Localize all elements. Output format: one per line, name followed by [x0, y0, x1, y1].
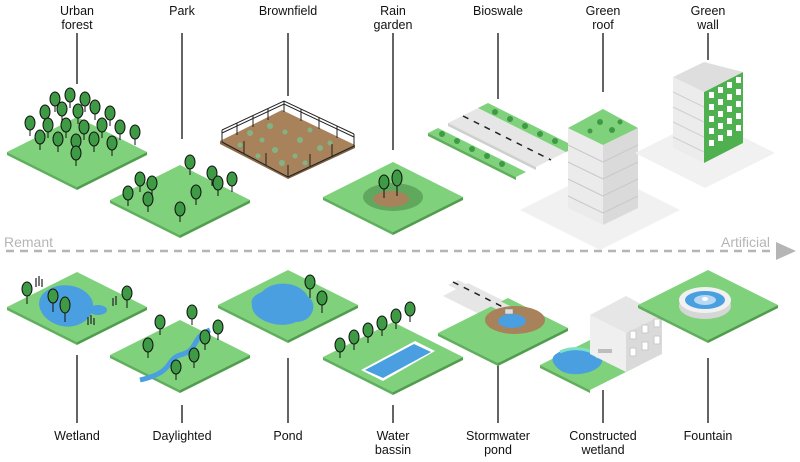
- label-line: wetland: [580, 443, 624, 457]
- tree-icon: [73, 104, 83, 118]
- tree-icon: [363, 323, 373, 337]
- tree-icon: [79, 120, 89, 134]
- tree-icon: [35, 130, 45, 144]
- park-illustration: [110, 155, 250, 238]
- rain-garden-illustration: [323, 162, 463, 235]
- tree-icon: [187, 305, 197, 319]
- tree-icon: [191, 185, 201, 199]
- tree-icon: [171, 360, 181, 374]
- tree-icon: [189, 348, 199, 362]
- label-fountain: Fountain: [684, 429, 733, 443]
- tree-icon: [130, 125, 140, 139]
- tree-icon: [43, 118, 53, 132]
- tree-icon: [175, 202, 185, 216]
- label-line: Green: [586, 4, 621, 18]
- label-line: forest: [61, 18, 93, 32]
- tree-icon: [105, 106, 115, 120]
- tree-icon: [213, 176, 223, 190]
- axis-right-label: Artificial: [721, 234, 770, 250]
- tree-icon: [61, 118, 71, 132]
- label-line: wall: [696, 18, 719, 32]
- tree-icon: [143, 338, 153, 352]
- tree-icon: [227, 172, 237, 186]
- tree-icon: [80, 92, 90, 106]
- label-line: Fountain: [684, 429, 733, 443]
- tree-icon: [213, 320, 223, 334]
- tree-icon: [71, 146, 81, 160]
- tree-icon: [25, 116, 35, 130]
- green-wall-illustration: [635, 62, 775, 188]
- tree-icon: [107, 136, 117, 150]
- pond-illustration: [218, 270, 358, 343]
- tree-icon: [405, 302, 415, 316]
- tree-icon: [155, 315, 165, 329]
- tree-icon: [53, 132, 63, 146]
- tree-icon: [115, 120, 125, 134]
- label-daylighted: Daylighted: [152, 429, 211, 443]
- label-line: Bioswale: [473, 4, 523, 18]
- bioswale-illustration: [428, 103, 576, 180]
- tree-icon: [143, 192, 153, 206]
- label-line: Park: [169, 4, 195, 18]
- label-line: Green: [691, 4, 726, 18]
- label-line: Rain: [380, 4, 406, 18]
- label-line: Constructed: [569, 429, 636, 443]
- tree-icon: [391, 309, 401, 323]
- tree-icon: [377, 316, 387, 330]
- tree-icon: [185, 155, 195, 169]
- urban-forest-illustration: [7, 88, 147, 190]
- tree-icon: [123, 186, 133, 200]
- label-pond: Pond: [273, 429, 302, 443]
- remnant-artificial-axis: Remant Artificial: [4, 234, 796, 260]
- label-line: garden: [374, 18, 413, 32]
- axis-left-label: Remant: [4, 234, 53, 250]
- label-line: Wetland: [54, 429, 100, 443]
- tree-icon: [200, 330, 210, 344]
- tree-icon: [349, 330, 359, 344]
- label-bioswale: Bioswale: [473, 4, 523, 18]
- tree-icon: [40, 105, 50, 119]
- label-line: Pond: [273, 429, 302, 443]
- tree-icon: [65, 88, 75, 102]
- tree-icon: [89, 132, 99, 146]
- label-line: pond: [484, 443, 512, 457]
- label-wetland: Wetland: [54, 429, 100, 443]
- tree-icon: [57, 102, 67, 116]
- tree-icon: [135, 172, 145, 186]
- daylighted-illustration: [110, 305, 250, 393]
- tree-icon: [335, 338, 345, 352]
- tree-icon: [97, 118, 107, 132]
- green-roof-illustration: [520, 109, 680, 250]
- label-line: Urban: [60, 4, 94, 18]
- label-line: Water: [377, 429, 410, 443]
- water-bassin-illustration: [323, 302, 463, 395]
- label-line: Brownfield: [259, 4, 317, 18]
- label-line: Stormwater: [466, 429, 530, 443]
- arrow-head-icon: [776, 242, 796, 260]
- tree-icon: [147, 176, 157, 190]
- label-line: roof: [592, 18, 614, 32]
- label-brownfield: Brownfield: [259, 4, 317, 18]
- brownfield-illustration: [217, 101, 357, 179]
- wetland-illustration: [7, 272, 147, 345]
- label-line: Daylighted: [152, 429, 211, 443]
- label-park: Park: [169, 4, 195, 18]
- tree-icon: [90, 100, 100, 114]
- label-line: bassin: [375, 443, 411, 457]
